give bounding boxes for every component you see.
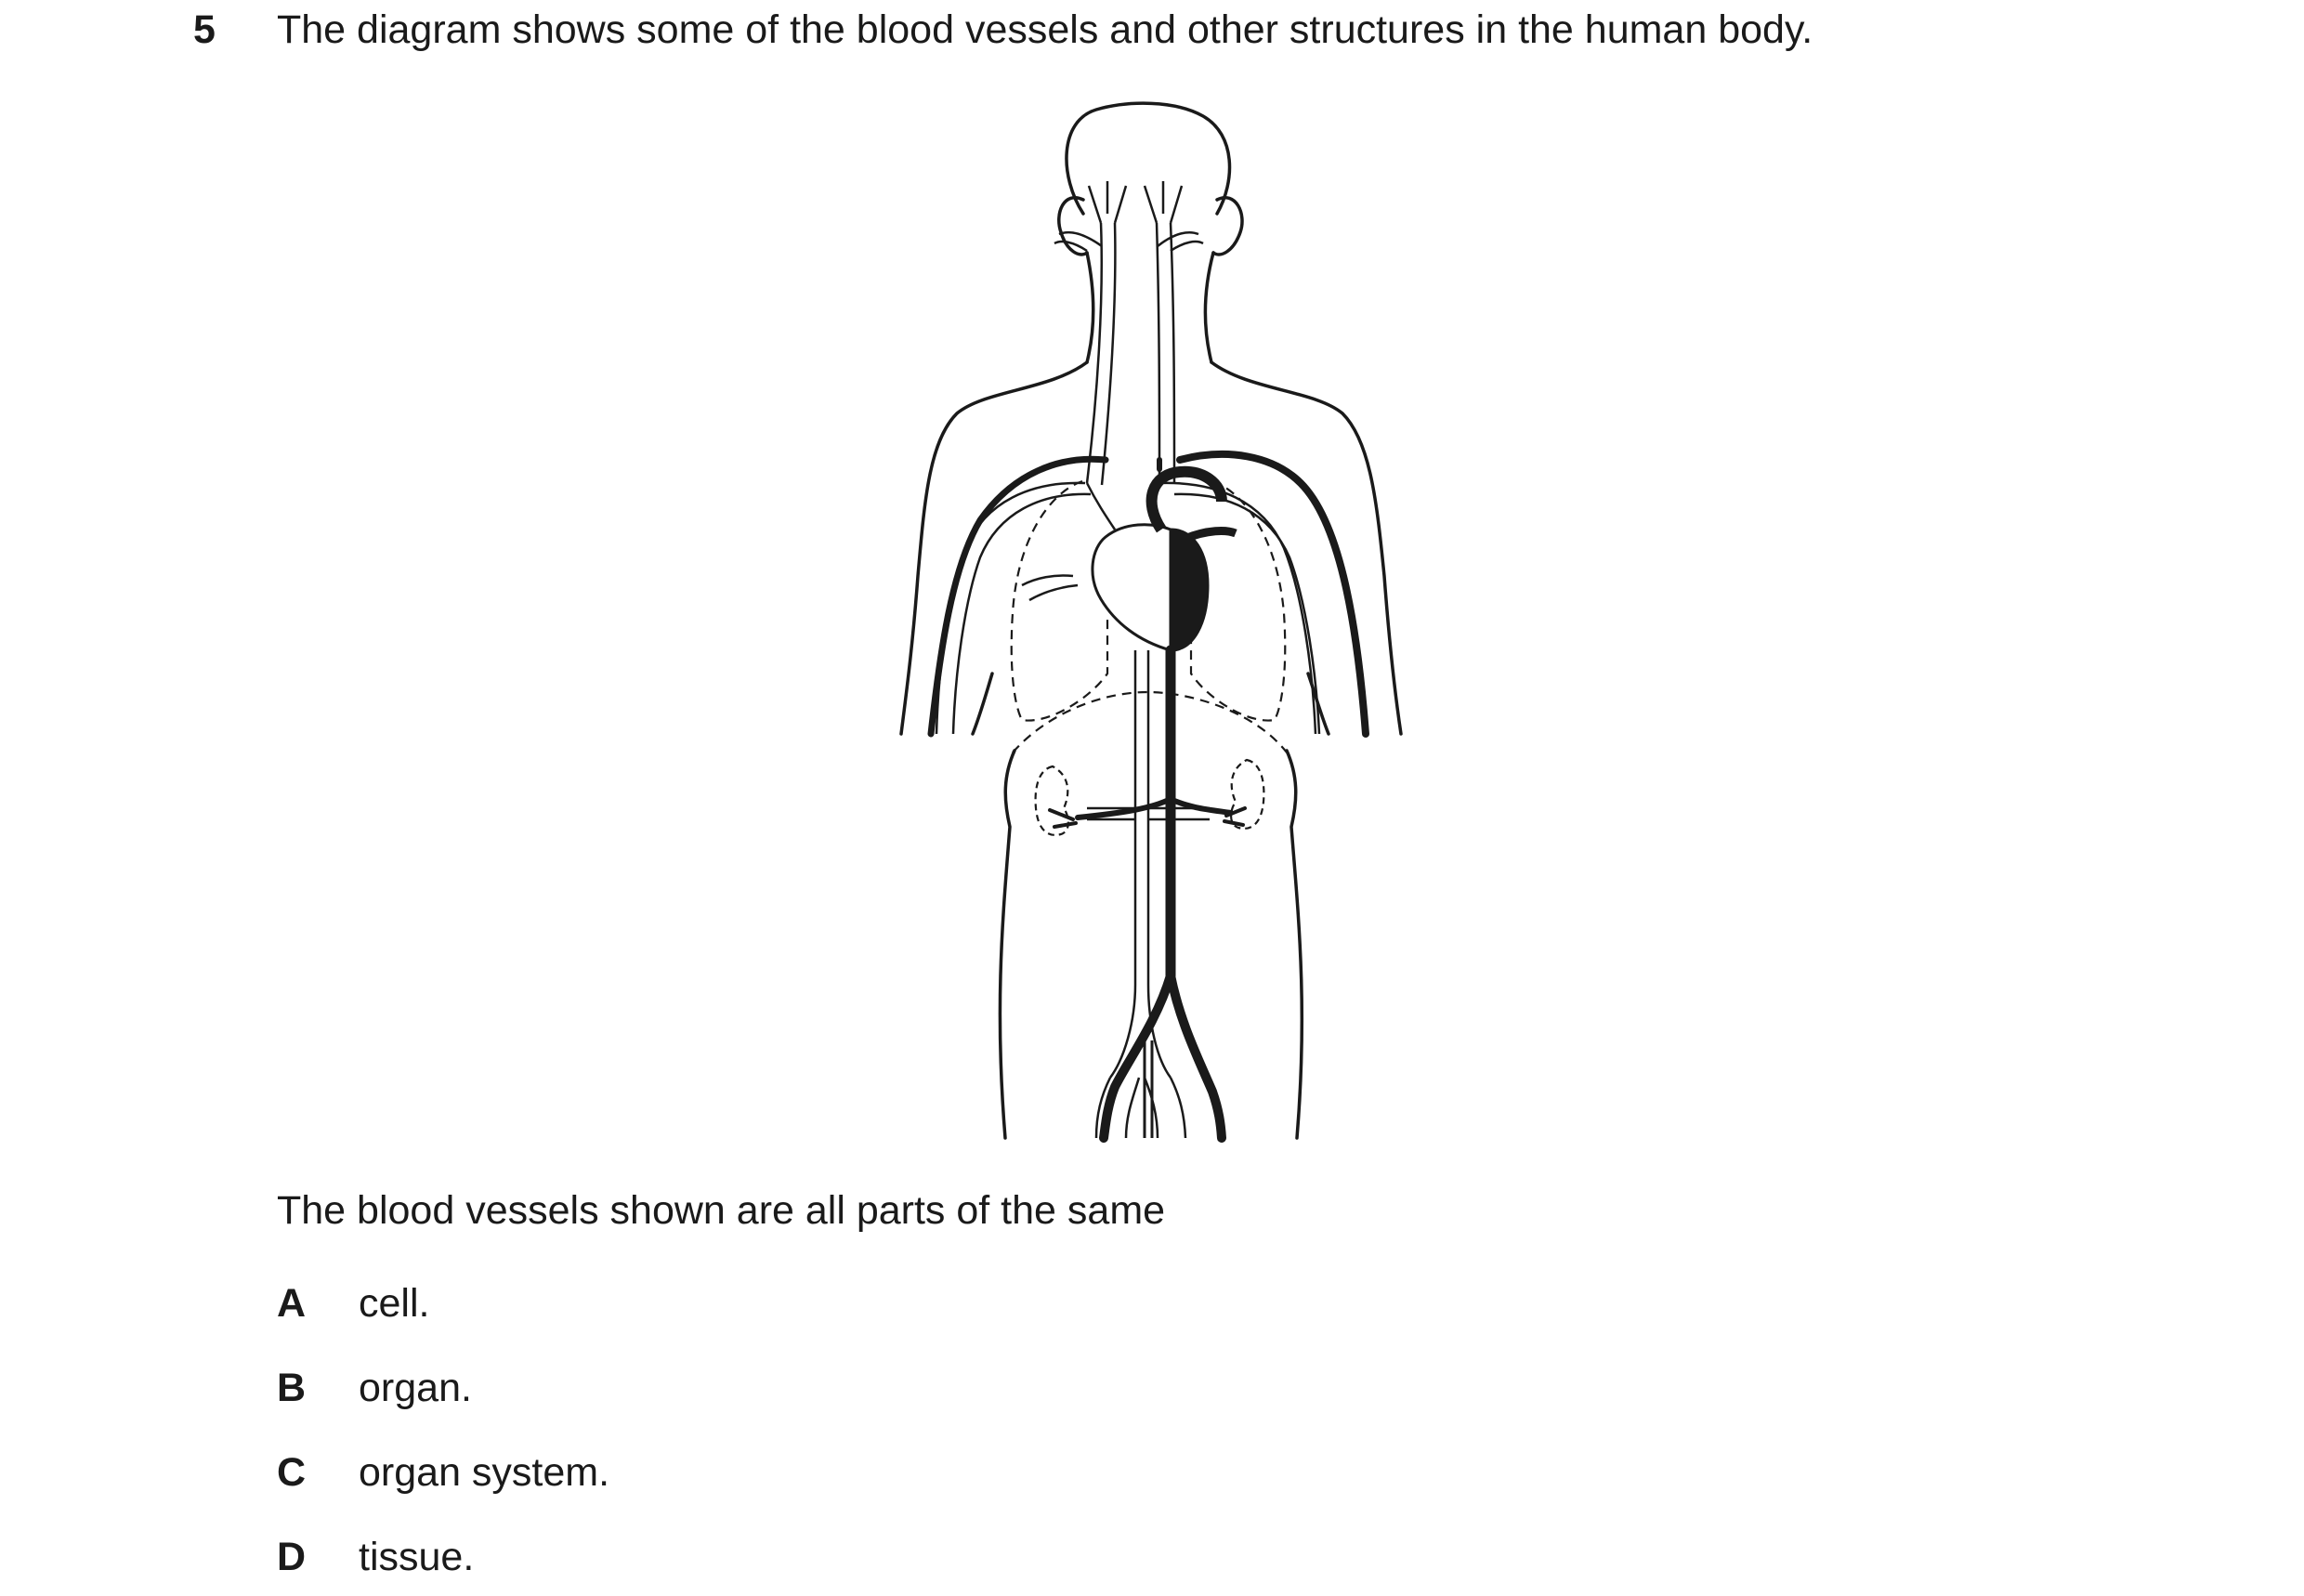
option-text: tissue.: [359, 1535, 475, 1579]
kidneys: [1034, 758, 1265, 836]
option-text: cell.: [359, 1281, 430, 1326]
question-lead-in: The blood vessels shown are all parts of…: [277, 1188, 1166, 1233]
lungs: [1010, 479, 1288, 753]
option-letter: B: [277, 1366, 307, 1410]
option-letter: C: [277, 1450, 307, 1495]
option-text: organ system.: [359, 1450, 610, 1495]
arteries: [927, 450, 1369, 1143]
question-stem: The diagram shows some of the blood vess…: [277, 7, 1813, 52]
circulatory-system-diagram: [864, 93, 1440, 1143]
inner-vessel: [1143, 1040, 1154, 1138]
veins: [935, 181, 1321, 1139]
body-outline: [899, 101, 1403, 1140]
question-number: 5: [193, 7, 216, 52]
option-letter: D: [277, 1535, 307, 1579]
option-text: organ.: [359, 1366, 472, 1410]
option-letter: A: [277, 1281, 307, 1326]
heart: [1091, 465, 1237, 652]
